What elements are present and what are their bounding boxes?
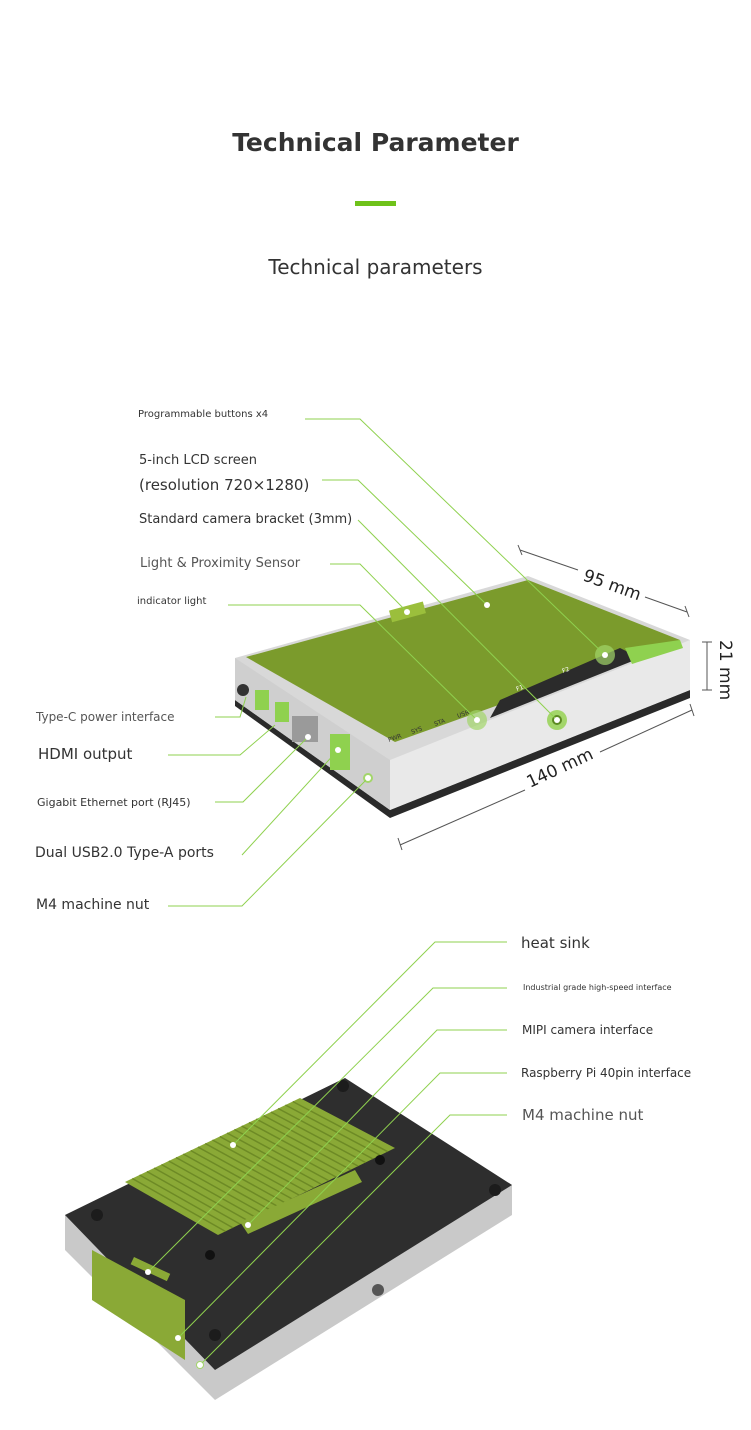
dimension-lines bbox=[397, 544, 712, 851]
label-light-sensor: Light & Proximity Sensor bbox=[140, 556, 301, 571]
led-sta: STA bbox=[433, 717, 447, 728]
heat-sink-fin bbox=[131, 1177, 226, 1233]
heat-sink-fin bbox=[234, 1128, 329, 1182]
dimension-width: 95 mm bbox=[580, 566, 643, 605]
device-bottom-view bbox=[65, 1078, 512, 1400]
heat-sink-fin bbox=[277, 1107, 374, 1160]
key-f1: F1 bbox=[515, 684, 524, 693]
label-indicator-light: indicator light bbox=[137, 596, 207, 607]
key-f2: F2 bbox=[561, 666, 570, 675]
device-top-view bbox=[235, 576, 690, 818]
label-m4-nut-bottom: M4 machine nut bbox=[522, 1106, 644, 1124]
page-title: Technical Parameter bbox=[232, 128, 519, 157]
heat-sink-fin bbox=[146, 1170, 241, 1225]
label-industrial-interface: Industrial grade high-speed interface bbox=[523, 983, 672, 992]
device-base-edge bbox=[235, 690, 690, 818]
hdmi-port bbox=[255, 690, 269, 710]
industrial-interface bbox=[92, 1250, 185, 1360]
heat-sink-fin bbox=[241, 1125, 337, 1178]
heat-sink-fin bbox=[197, 1146, 293, 1200]
lcd-screen bbox=[246, 580, 680, 742]
label-usb: Dual USB2.0 Type-A ports bbox=[35, 845, 214, 861]
heat-sink-fin bbox=[168, 1160, 263, 1214]
heat-sink-fin bbox=[190, 1149, 285, 1204]
heat-sink-fin bbox=[139, 1174, 234, 1229]
label-rpi: Raspberry Pi 40pin interface bbox=[521, 1066, 692, 1080]
ethernet-port bbox=[292, 716, 318, 742]
label-heat-sink: heat sink bbox=[521, 934, 590, 952]
label-m4-nut-top: M4 machine nut bbox=[36, 897, 150, 913]
title-accent-bar bbox=[355, 201, 396, 206]
led-pwr: PWR bbox=[387, 733, 402, 744]
leader-dots bbox=[145, 602, 608, 1368]
heat-sink-fin bbox=[204, 1142, 300, 1196]
led-usr: USR bbox=[456, 709, 470, 720]
heat-sink-fin bbox=[285, 1104, 381, 1156]
led-sys: SYS bbox=[410, 725, 423, 736]
label-camera-bracket: Standard camera bracket (3mm) bbox=[139, 512, 353, 527]
label-ethernet: Gigabit Ethernet port (RJ45) bbox=[37, 796, 191, 809]
heat-sink-fin bbox=[226, 1132, 322, 1185]
typec-port bbox=[237, 684, 249, 696]
label-mipi: MIPI camera interface bbox=[522, 1023, 654, 1037]
label-programmable-buttons: Programmable buttons x4 bbox=[138, 409, 269, 420]
heat-sink-fin bbox=[161, 1163, 256, 1218]
label-hdmi: HDMI output bbox=[38, 745, 133, 763]
heat-sink-fin bbox=[292, 1100, 388, 1153]
mipi-slot bbox=[240, 1170, 362, 1234]
heat-sink-fin bbox=[248, 1121, 344, 1175]
leader-lines bbox=[147, 418, 606, 1366]
label-lcd-line1: 5-inch LCD screen bbox=[139, 453, 258, 468]
heat-sink-fin bbox=[270, 1111, 366, 1164]
label-lcd-line2: (resolution 720×1280) bbox=[139, 476, 310, 494]
heat-sink-fin bbox=[182, 1153, 278, 1207]
heat-sink-fin bbox=[153, 1167, 248, 1222]
heat-sink-fin bbox=[255, 1118, 352, 1171]
heat-sink-fin bbox=[263, 1114, 359, 1167]
green-button bbox=[625, 640, 683, 664]
heat-sink-fin bbox=[175, 1156, 270, 1211]
page-subtitle: Technical parameters bbox=[268, 255, 483, 279]
dimension-height: 21 mm bbox=[715, 640, 735, 700]
label-typec: Type-C power interface bbox=[36, 710, 175, 724]
device-front-face bbox=[390, 640, 690, 810]
heat-sink-fin bbox=[212, 1139, 307, 1193]
button-strip bbox=[490, 648, 640, 718]
